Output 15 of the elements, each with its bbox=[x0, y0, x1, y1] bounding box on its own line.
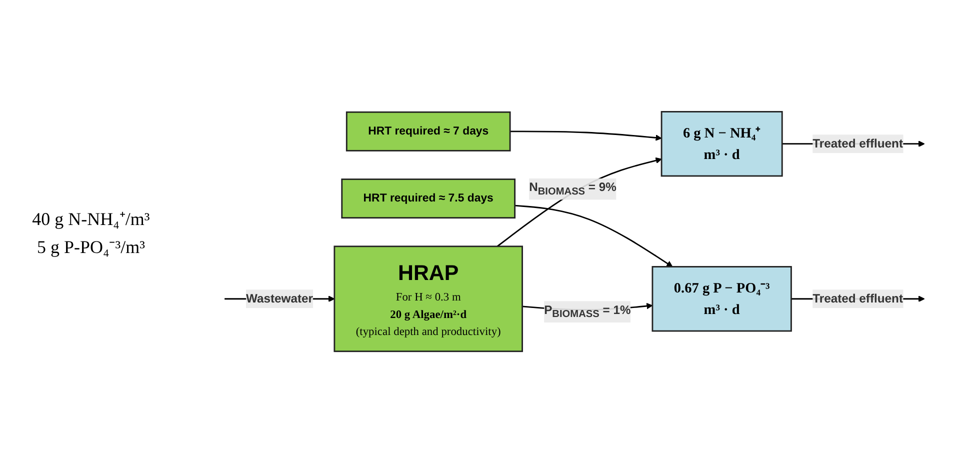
arrow bbox=[496, 158, 662, 248]
edge-label: Treated effluent bbox=[812, 137, 904, 151]
node-box: 0.67 g P − PO₄⁻³ m³ · d bbox=[652, 266, 792, 332]
edge-label: Wastewater bbox=[246, 292, 314, 306]
node-box: HRAP For H ≈ 0.3 m 20 g Algae/m²·d (typical depth and productivity) bbox=[334, 246, 523, 353]
arrow bbox=[510, 131, 662, 142]
node-box: 6 g N − NH₄⁺ m³ · d bbox=[660, 111, 783, 178]
node-box: HRT required ≈ 7 days bbox=[346, 112, 511, 152]
concentration-text: 5 g P-PO₄⁻³/m³ bbox=[36, 236, 146, 258]
edge-label: N$_{BIOMASS}$ = 9% bbox=[529, 180, 616, 198]
arrow bbox=[514, 205, 673, 268]
edge-label: Treated effluent bbox=[812, 292, 904, 306]
concentration-text: 40 g N-NH₄⁺/m³ bbox=[31, 208, 151, 230]
node-box: HRT required ≈ 7.5 days bbox=[341, 179, 516, 219]
edge-label: P$_{BIOMASS}$ = 1% bbox=[544, 304, 631, 320]
